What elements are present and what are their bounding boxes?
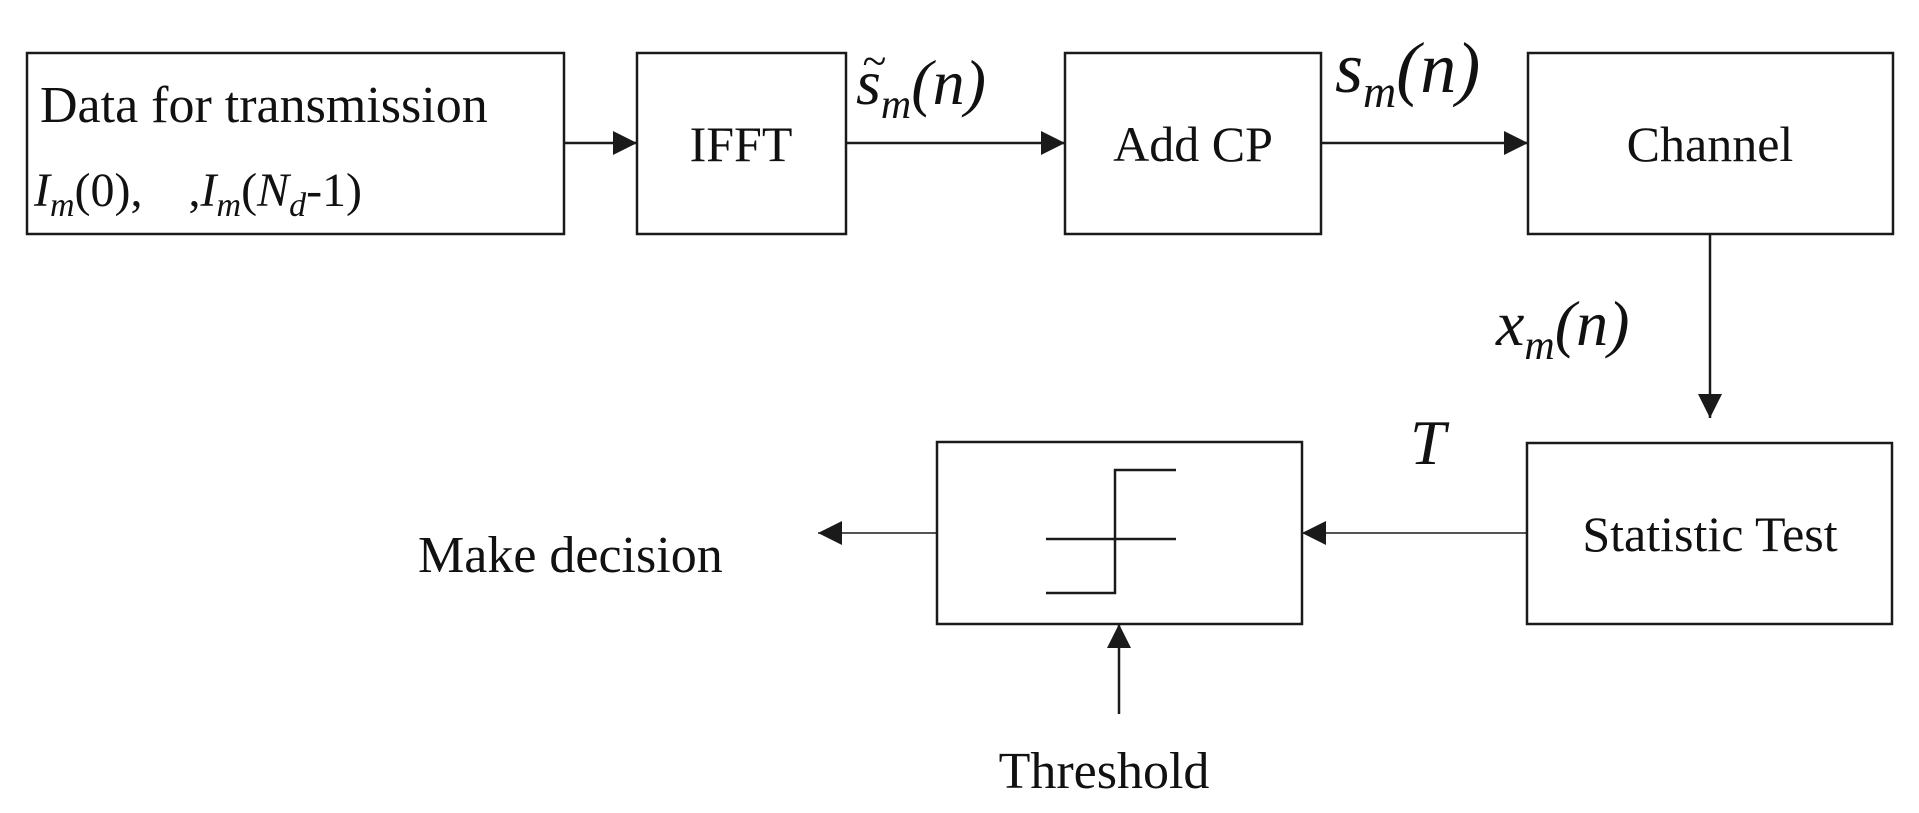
s-tilde-label: sm(n) — [856, 47, 986, 128]
make-decision-label: Make decision — [418, 527, 723, 584]
add-cp-label: Add CP — [1113, 116, 1273, 172]
threshold-label: Threshold — [999, 743, 1210, 800]
statistic-test-block: Statistic Test — [1525, 441, 1894, 626]
comparator-block — [935, 440, 1304, 626]
signal-s-tilde: ~ sm(n) — [856, 37, 986, 128]
statistic-test-label: Statistic Test — [1582, 506, 1837, 562]
signal-s-label: sm(n) — [1335, 28, 1480, 117]
step-function-icon — [1046, 468, 1176, 595]
ifft-block: IFFT — [635, 51, 848, 236]
channel-label: Channel — [1627, 116, 1794, 172]
channel-block: Channel — [1526, 51, 1895, 236]
add-cp-block: Add CP — [1063, 51, 1323, 236]
signal-t-label: T — [1410, 407, 1450, 478]
s-tilde-mark: ~ — [862, 37, 886, 86]
data-block-title: Data for transmission — [40, 77, 488, 134]
ifft-label: IFFT — [690, 116, 793, 172]
data-block: Data for transmission Im(0),,Im(Nd-1) — [25, 51, 566, 236]
signal-x-label: xm(n) — [1495, 288, 1629, 369]
data-block-range: Im(0),,Im(Nd-1) — [33, 164, 362, 224]
